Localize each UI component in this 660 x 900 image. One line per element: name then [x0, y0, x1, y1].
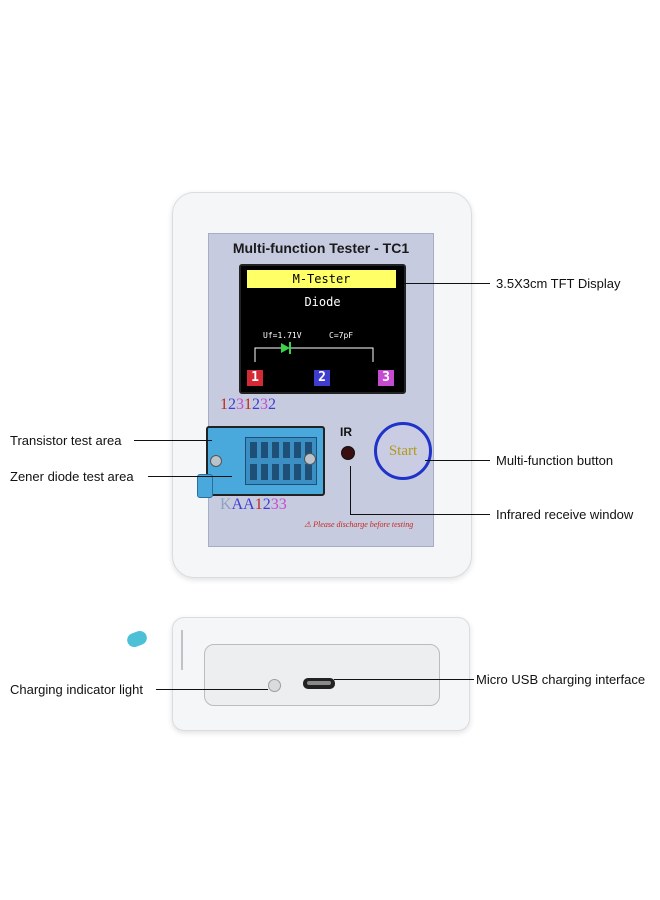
screen-cap-value: C=7pF	[329, 331, 354, 340]
socket-top-numbers: 1231232	[220, 396, 276, 414]
callout-zener-area: Zener diode test area	[10, 469, 134, 484]
socket-bottom-labels: KAA1233	[220, 496, 287, 514]
socket-bottom-label: 3	[270, 496, 279, 513]
callout-multi-button: Multi-function button	[496, 453, 614, 468]
faceplate: Multi-function Tester - TC1 M-Tester Dio…	[197, 233, 434, 547]
edge-line	[181, 630, 183, 670]
callout-line	[334, 679, 474, 680]
screen-pin-2: 2	[314, 370, 330, 386]
callout-line	[350, 514, 490, 515]
screen-pin-1: 1	[247, 370, 263, 386]
callout-line	[404, 283, 490, 284]
socket-top-num: 3	[236, 396, 244, 413]
callout-line	[134, 440, 212, 441]
callout-infrared: Infrared receive window	[496, 507, 634, 522]
start-button-label: Start	[388, 442, 418, 459]
zif-lever-handle[interactable]	[197, 474, 213, 498]
screen-pin-3: 3	[378, 370, 394, 386]
tft-display: M-Tester Diode Uf=1.71V C=7pF 1 2 3	[239, 264, 406, 394]
discharge-warning: ⚠ Please discharge before testing	[304, 520, 414, 529]
socket-bottom-label: 3	[278, 496, 287, 513]
bottom-panel	[204, 644, 440, 706]
micro-usb-port[interactable]	[303, 678, 335, 689]
callout-line	[350, 466, 351, 514]
socket-bottom-label: A	[243, 496, 255, 513]
socket-top-num: 2	[268, 396, 276, 413]
socket-bottom-label: K	[220, 496, 232, 513]
diode-symbol-icon	[254, 342, 374, 362]
socket-slots	[245, 437, 317, 485]
tester-front-view: Multi-function Tester - TC1 M-Tester Dio…	[172, 192, 472, 578]
socket-top-num: 2	[228, 396, 236, 413]
screen-mode: Diode	[304, 295, 341, 309]
infrared-window	[341, 446, 355, 460]
lever-tip	[125, 629, 149, 649]
socket-bottom-label: 1	[254, 496, 263, 513]
screen-uf-value: Uf=1.71V	[263, 331, 302, 340]
screw-right-icon	[304, 453, 316, 465]
screw-left-icon	[210, 455, 222, 467]
callout-line	[425, 460, 490, 461]
callout-line	[156, 689, 268, 690]
callout-charging-light: Charging indicator light	[10, 682, 143, 697]
ir-label: IR	[340, 425, 352, 439]
screen-header: M-Tester	[247, 270, 396, 288]
socket-top-num: 1	[220, 396, 228, 413]
socket-bottom-label: A	[231, 496, 244, 513]
zif-socket[interactable]	[206, 426, 325, 496]
tester-bottom-view	[172, 617, 470, 731]
callout-line	[148, 476, 232, 477]
charging-led	[268, 679, 281, 692]
callout-usb-interface: Micro USB charging interface	[476, 672, 646, 687]
socket-top-num: 2	[252, 396, 260, 413]
callout-tft-display: 3.5X3cm TFT Display	[496, 276, 621, 291]
callout-transistor-area: Transistor test area	[10, 433, 122, 448]
start-button[interactable]: Start	[374, 422, 432, 480]
device-title: Multi-function Tester - TC1	[232, 240, 410, 256]
socket-top-num: 3	[260, 396, 268, 413]
socket-top-num: 1	[244, 396, 252, 413]
socket-bottom-label: 2	[262, 496, 271, 513]
